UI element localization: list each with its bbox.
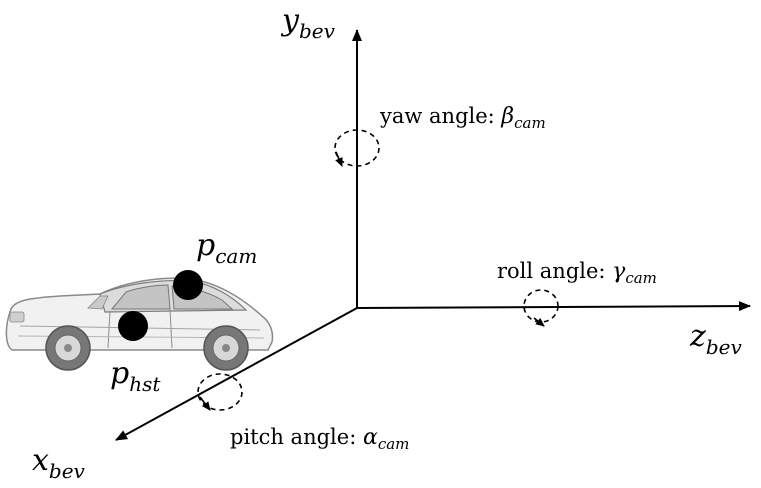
y-axis-label: ybev bbox=[280, 3, 336, 43]
x-axis-label: xbev bbox=[32, 443, 86, 483]
yaw-angle-label: yaw angle: βcam bbox=[379, 104, 546, 132]
p-cam-point bbox=[173, 270, 203, 300]
p-cam-label: pcam bbox=[196, 228, 257, 268]
p-hst-label: phst bbox=[110, 356, 161, 396]
z-axis-label: zbev bbox=[689, 319, 742, 359]
p-hst-point bbox=[118, 311, 148, 341]
roll-angle-label: roll angle: γcam bbox=[497, 259, 657, 287]
pitch-angle-label: pitch angle: αcam bbox=[230, 425, 409, 453]
z-axis-line bbox=[357, 306, 750, 308]
